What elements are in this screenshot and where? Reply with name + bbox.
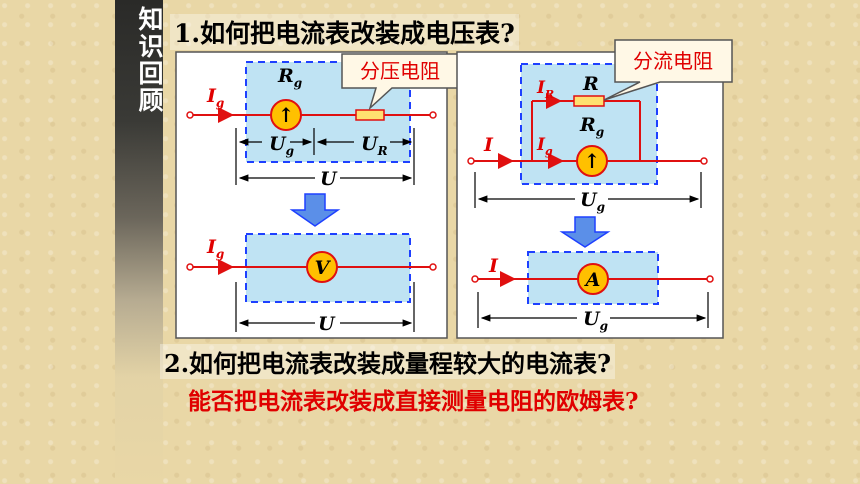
shunt-resistor: [573, 95, 605, 107]
callout-shunt-text: 分流电阻: [633, 49, 713, 73]
label-Rg: Rg: [277, 65, 302, 90]
callout-series-text: 分压电阻: [360, 59, 440, 83]
svg-text:Ig: Ig: [536, 135, 553, 158]
terminal: [429, 111, 437, 119]
galvanometer-symbol: [270, 99, 302, 131]
svg-text:Ig: Ig: [206, 236, 224, 261]
svg-text:Rg: Rg: [579, 114, 604, 139]
series-resistor: [355, 109, 385, 121]
voltmeter-symbol: [306, 251, 338, 283]
sidebar-band: 知识回顾: [115, 0, 164, 484]
svg-text:↑: ↑: [584, 149, 601, 173]
svg-text:IR: IR: [536, 78, 554, 101]
question-3: 能否把电流表改装成直接测量电阻的欧姆表?: [188, 388, 639, 415]
svg-text:I: I: [483, 134, 494, 156]
label-UR: UR: [361, 133, 388, 158]
svg-text:Ug: Ug: [583, 308, 608, 333]
down-arrow-icon: [559, 216, 611, 248]
svg-text:U: U: [318, 313, 336, 335]
label-Ig: Ig: [206, 85, 224, 110]
svg-text:A: A: [584, 269, 601, 291]
galvanometer-symbol-2: [576, 145, 608, 177]
question-2: 2.如何把电流表改装成量程较大的电流表?: [160, 344, 616, 379]
svg-text:V: V: [315, 257, 332, 279]
svg-text:Ug: Ug: [580, 189, 605, 214]
svg-text:I: I: [488, 255, 499, 277]
label-Ug: Ug: [269, 133, 294, 158]
svg-text:R: R: [582, 73, 599, 95]
ammeter-panel: ↑ IR R Rg Ig I Ug A I Ug 分流电阻: [456, 39, 733, 339]
shunt-resistor-callout: [603, 39, 733, 101]
galvanometer-needle: ↑: [278, 103, 295, 127]
terminal: [186, 111, 194, 119]
sidebar-title: 知识回顾: [135, 6, 164, 114]
label-U: U: [320, 168, 338, 190]
down-arrow-icon: [289, 193, 341, 227]
question-1: 1.如何把电流表改装成电压表?: [170, 14, 519, 50]
ammeter-symbol: [577, 263, 609, 295]
voltmeter-panel: ↑ Ig Rg Ug UR U V Ig U 分压电阻: [175, 51, 459, 339]
